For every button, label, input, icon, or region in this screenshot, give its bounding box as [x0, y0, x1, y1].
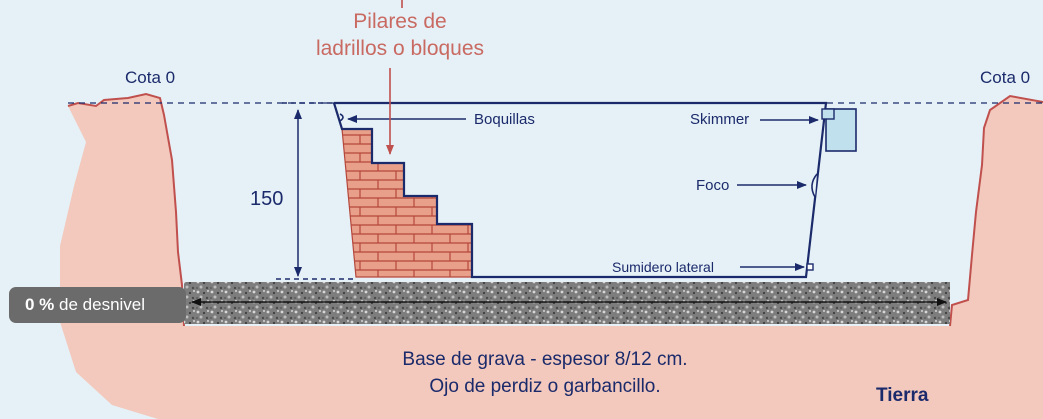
boquillas-label: Boquillas: [474, 111, 535, 128]
gravel-caption-line2: Ojo de perdiz o garbancillo.: [429, 376, 661, 397]
skimmer-label: Skimmer: [690, 111, 750, 128]
sumidero-label: Sumidero lateral: [612, 259, 714, 275]
foco-label: Foco: [696, 177, 730, 194]
gravel-base-caption: Base de grava - espesor 8/12 cm. Ojo de …: [330, 346, 760, 400]
slope-value: 0 %: [25, 295, 55, 314]
slope-badge: 0 % de desnivel: [9, 287, 186, 323]
skimmer-box: [825, 108, 857, 152]
ground-soil: [60, 94, 1043, 419]
gravel-base: [184, 282, 950, 324]
brick-pillars: [341, 128, 473, 278]
pool-outline: [332, 101, 828, 279]
pilares-title: Pilares de ladrillos o bloques: [290, 8, 510, 62]
ground-edge-left: [67, 92, 185, 327]
foco-marker: [811, 173, 818, 198]
gravel-caption-line1: Base de grava - espesor 8/12 cm.: [402, 349, 688, 370]
ground-edge-right: [949, 94, 1043, 327]
depth-label: 150: [250, 188, 284, 210]
cota-left-label: Cota 0: [125, 68, 176, 87]
boquilla-marker: [339, 113, 344, 122]
pilares-title-line2: ladrillos o bloques: [315, 37, 485, 60]
slope-text: de desnivel: [59, 295, 146, 314]
skimmer-inlet: [821, 108, 835, 120]
cota-right-label: Cota 0: [980, 68, 1031, 87]
sumidero-marker: [806, 263, 814, 271]
pilares-title-line1: Pilares de: [353, 10, 447, 33]
ground-label: Tierra: [876, 385, 929, 406]
